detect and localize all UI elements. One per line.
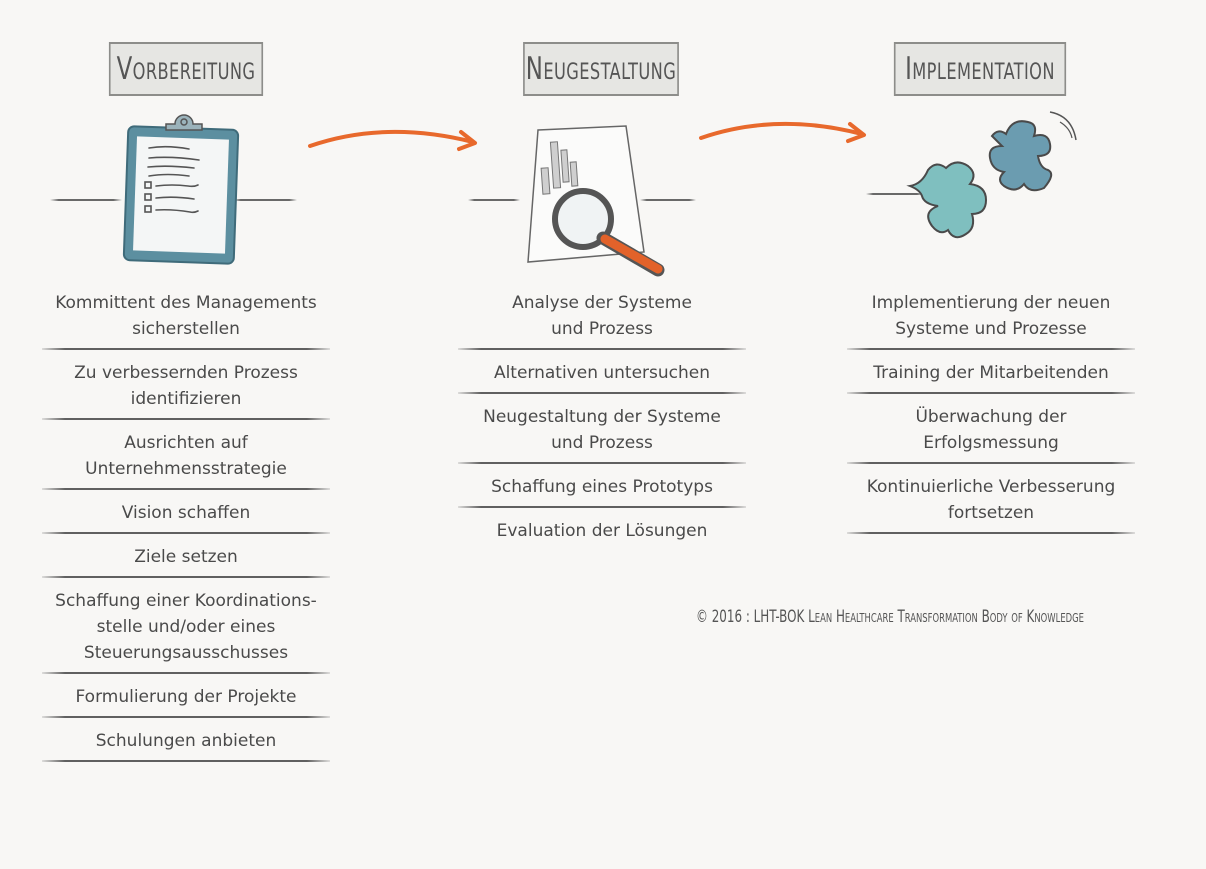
list-item: Formulierung der Projekte (42, 682, 330, 718)
document-magnifier-icon (508, 122, 673, 281)
list-item: Schulungen anbieten (42, 726, 330, 762)
phase-header-neugestaltung: Neugestaltung (523, 42, 679, 96)
list-item: Ausrichten auf Unternehmensstrategie (42, 428, 330, 490)
icon-baseline-left (866, 193, 924, 195)
icon-baseline-left (50, 199, 122, 201)
puzzle-icon (900, 106, 1100, 255)
copyright-text: © 2016 : LHT-BOK Lean Healthcare Transfo… (696, 607, 1084, 627)
phase-list-vorbereitung: Kommittent des Managements sicherstellen… (42, 288, 330, 762)
arrow-to-neugestaltung (308, 129, 477, 151)
list-item: Schaffung einer Koordinations- stelle un… (42, 586, 330, 674)
list-item: Neugestaltung der Systeme und Prozess (458, 402, 746, 464)
list-item: Alternativen untersuchen (458, 358, 746, 394)
phase-header-implementation: Implementation (893, 42, 1067, 96)
clipboard-icon (118, 112, 248, 271)
icon-baseline-left (468, 199, 520, 201)
list-item: Zu verbessernden Prozess identifizieren (42, 358, 330, 420)
icon-baseline-right (640, 199, 696, 201)
phase-list-neugestaltung: Analyse der Systeme und Prozess Alternat… (458, 288, 746, 552)
arrow-to-implementation (699, 121, 866, 143)
list-item: Analyse der Systeme und Prozess (458, 288, 746, 350)
list-item: Schaffung eines Prototyps (458, 472, 746, 508)
list-item: Kommittent des Managements sicherstellen (42, 288, 330, 350)
list-item: Überwachung der Erfolgsmessung (847, 402, 1135, 464)
list-item: Vision schaffen (42, 498, 330, 534)
list-item: Ziele setzen (42, 542, 330, 578)
phase-list-implementation: Implementierung der neuen Systeme und Pr… (847, 288, 1135, 534)
icon-baseline-right (233, 199, 297, 201)
list-item: Implementierung der neuen Systeme und Pr… (847, 288, 1135, 350)
phase-header-vorbereitung: Vorbereitung (108, 42, 264, 96)
list-item: Training der Mitarbeitenden (847, 358, 1135, 394)
list-item: Evaluation der Lösungen (496, 521, 708, 541)
list-item: Kontinuierliche Verbesserung fortsetzen (847, 472, 1135, 534)
